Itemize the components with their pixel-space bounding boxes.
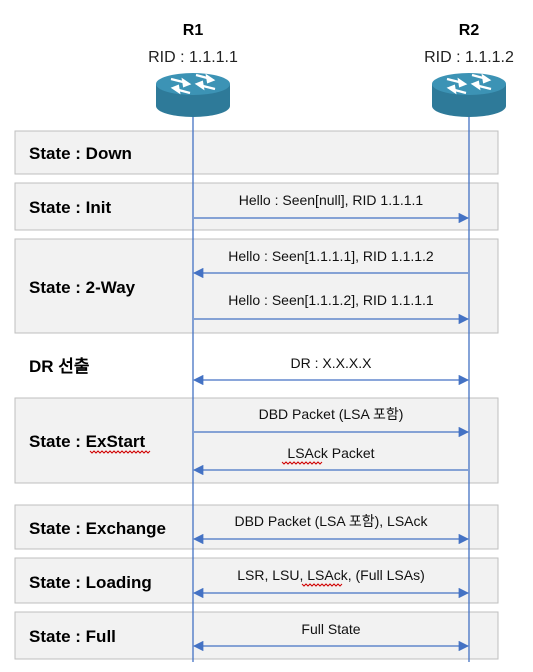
message-label: Full State (301, 621, 360, 637)
label-state-exchange: State : Exchange (29, 519, 166, 538)
router-r1-rid: RID : 1.1.1.1 (148, 49, 238, 66)
spellcheck-underline (281, 461, 323, 465)
label-dr-election: DR 선출 (29, 357, 90, 376)
label-state-2way: State : 2-Way (29, 278, 136, 297)
band-state-2way (14, 238, 499, 334)
spellcheck-underline (301, 583, 343, 587)
message-label: Hello : Seen[1.1.1.1], RID 1.1.1.2 (228, 248, 434, 264)
label-state-loading: State : Loading (29, 573, 152, 592)
message-label: Hello : Seen[null], RID 1.1.1.1 (239, 192, 424, 208)
router-r1: R1 RID : 1.1.1.1 (148, 22, 238, 117)
router-icon (432, 73, 506, 117)
message-label: LSAck Packet (287, 445, 374, 461)
state-labels: State : Down State : Init State : 2-Way … (29, 144, 166, 646)
message-label: Hello : Seen[1.1.1.2], RID 1.1.1.1 (228, 292, 434, 308)
router-r2-rid: RID : 1.1.1.2 (424, 49, 514, 66)
spellcheck-underline (89, 450, 151, 454)
router-r2: R2 RID : 1.1.1.2 (424, 22, 514, 117)
router-r1-name: R1 (183, 22, 204, 39)
label-state-full: State : Full (29, 627, 116, 646)
message-label: LSR, LSU, LSAck, (Full LSAs) (237, 567, 425, 583)
message-label: DBD Packet (LSA 포함), LSAck (234, 513, 428, 529)
message-label: DBD Packet (LSA 포함) (259, 406, 404, 422)
label-state-init: State : Init (29, 198, 112, 217)
label-state-down: State : Down (29, 144, 132, 163)
router-r2-name: R2 (459, 22, 480, 39)
band-state-init (14, 182, 499, 231)
band-state-down (14, 130, 499, 175)
message-label: DR : X.X.X.X (291, 355, 373, 371)
messages: Hello : Seen[null], RID 1.1.1.1 Hello : … (192, 192, 470, 652)
band-state-exstart (14, 397, 499, 484)
label-state-exstart: State : ExStart (29, 432, 146, 451)
spellcheck-underlines (89, 450, 343, 587)
router-icon (156, 73, 230, 117)
